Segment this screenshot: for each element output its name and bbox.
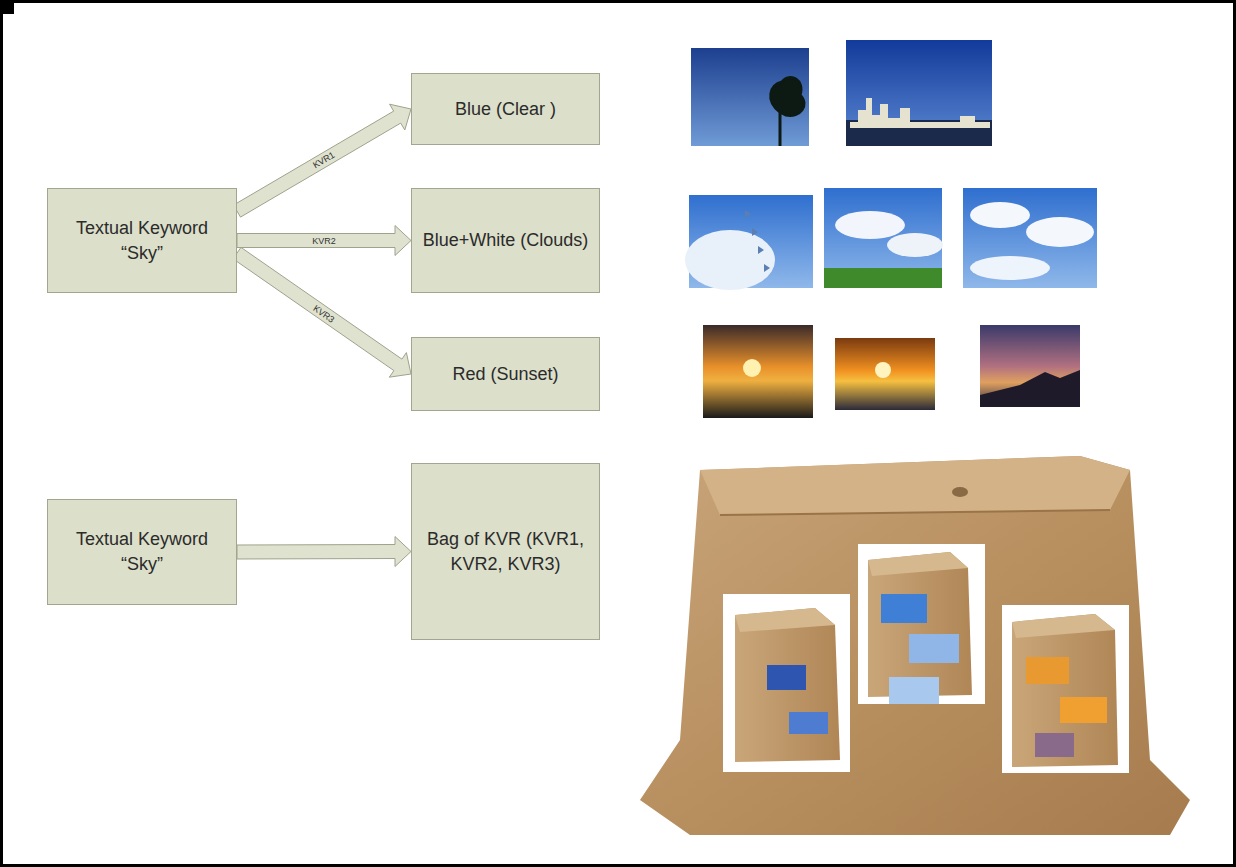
block-arrow bbox=[233, 247, 411, 377]
process-box: Blue (Clear ) bbox=[411, 73, 600, 145]
box-text: Blue (Clear ) bbox=[455, 97, 556, 122]
process-box: Textual Keyword “Sky” bbox=[47, 188, 237, 293]
process-box: Blue+White (Clouds) bbox=[411, 188, 600, 293]
process-box: Bag of KVR (KVR1, KVR2, KVR3) bbox=[411, 463, 600, 640]
box-text: Textual Keyword “Sky” bbox=[58, 527, 226, 577]
box-text: Red (Sunset) bbox=[452, 362, 558, 387]
block-arrow bbox=[234, 104, 412, 217]
box-text: Blue+White (Clouds) bbox=[423, 228, 589, 253]
process-box: Red (Sunset) bbox=[411, 337, 600, 411]
box-text: Bag of KVR (KVR1, KVR2, KVR3) bbox=[422, 527, 589, 577]
block-arrow bbox=[237, 226, 411, 256]
box-text: Textual Keyword “Sky” bbox=[58, 216, 226, 266]
process-box: Textual Keyword “Sky” bbox=[47, 499, 237, 605]
block-arrow bbox=[237, 537, 411, 567]
edge-label: KVR2 bbox=[310, 236, 338, 246]
